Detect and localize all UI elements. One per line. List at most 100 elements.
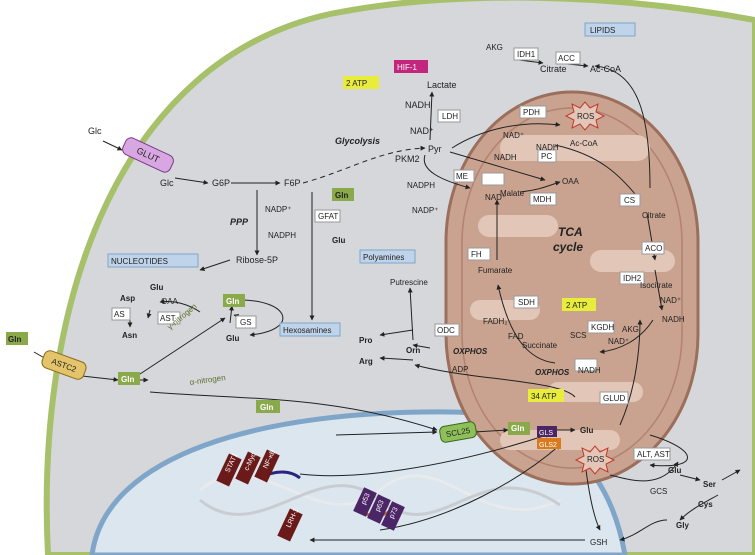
cys-label: Cys (698, 500, 713, 509)
citrate-mito-label: Citrate (642, 211, 666, 220)
sdh-label: SDH (518, 298, 535, 307)
glc-label: Glc (160, 178, 174, 188)
gln-box-gfat (332, 188, 354, 201)
nad-kgdh-label: NAD⁺ (608, 337, 629, 346)
oaa-nuc-label: OAA (161, 297, 179, 306)
akg-mito-label: AKG (622, 325, 639, 334)
nadh-idh-label: NADH (662, 315, 685, 324)
gln-boxes (6, 188, 530, 435)
lactate-label: Lactate (427, 80, 457, 90)
enzyme-boxes (111, 47, 671, 461)
pyr-label: Pyr (428, 144, 442, 154)
gly-label: Gly (676, 521, 689, 530)
nad-ldh-label: NAD⁺ (410, 126, 434, 136)
atp-box-scs (562, 298, 596, 311)
oxphos2-label: OXPHOS (535, 368, 570, 377)
cs-label: CS (624, 196, 635, 205)
mdh-label: MDH (533, 195, 551, 204)
ros-mito-label: ROS (577, 112, 594, 121)
acoa-mito-label: Ac-CoA (570, 139, 598, 148)
pkm2-label: PKM2 (395, 154, 420, 164)
ribose-label: Ribose-5P (236, 255, 278, 265)
putrescine-label: Putrescine (390, 278, 428, 287)
oxphos-label: OXPHOS (453, 347, 488, 356)
acc-label: ACC (558, 54, 575, 63)
ast-nuc-label: AST (160, 314, 176, 323)
glu-gs-label: Glu (226, 334, 239, 343)
gln-gs-label: Gln (226, 297, 239, 306)
atp2-scs-label: 2 ATP (566, 301, 587, 310)
target-boxes (107, 22, 636, 337)
cycle-title: cycle (553, 240, 583, 254)
nad-idh-label: NAD⁺ (660, 296, 681, 305)
gls-label: GLS (539, 430, 553, 437)
hif1-label: HIF-1 (397, 63, 418, 72)
atp34-label: 34 ATP (531, 392, 557, 401)
p53-label: p53 (360, 492, 371, 506)
fadh2-label: FADH₂ (483, 317, 507, 326)
lipids-label: LIPIDS (590, 26, 615, 35)
gln-box-gs (223, 294, 245, 307)
gln-box-alpha (256, 400, 280, 413)
p73-label: p73 (388, 506, 399, 520)
gls2-label: GLS2 (539, 442, 557, 449)
nadh-mdh-label: NADH (494, 153, 517, 162)
akg-cyto-label: AKG (486, 43, 503, 52)
asn-label: Asn (122, 331, 137, 340)
gls2-box (537, 438, 561, 449)
scl25-label: SCL25 (445, 426, 471, 439)
gln-input-box (6, 332, 28, 345)
nad-mdh-label: NAD⁺ (485, 193, 506, 202)
citrate-cyto-label: Citrate (540, 64, 567, 74)
gln-box-mito (508, 422, 530, 435)
gln-mito-label: Gln (511, 424, 524, 433)
kgdh-label: KGDH (591, 323, 614, 332)
nadph-me-label: NADPH (407, 181, 435, 190)
nadh-ldh-label: NADH (405, 100, 431, 110)
transcription-factors (216, 449, 405, 542)
gln-box-cyto (118, 372, 140, 385)
glycolysis-title: Glycolysis (335, 136, 380, 146)
atp-box-oxphos (528, 389, 564, 402)
ros-burst-mito (564, 101, 606, 131)
gs-label: GS (240, 318, 252, 327)
atp-boxes (343, 76, 596, 402)
adp-label: ADP (452, 365, 468, 374)
nad-pdh-label: NAD⁺ (503, 131, 524, 140)
reaction-arrows (33, 59, 741, 543)
pc-label: PC (541, 152, 552, 161)
g6p-label: G6P (212, 178, 230, 188)
pro-label: Pro (359, 336, 372, 345)
nadph-ppp-label: NADPH (268, 231, 296, 240)
oaa-mito-label: OAA (562, 177, 580, 186)
astc2-transporter: ASTC2 (41, 350, 87, 380)
asp-label: Asp (120, 294, 135, 303)
ros-burst-lower (574, 445, 616, 475)
fumarate-label: Fumarate (478, 266, 513, 275)
pdh-label: PDH (523, 108, 540, 117)
alt-ast-label: ALT, AST (637, 450, 670, 459)
malate-label: Malate (500, 189, 525, 198)
glu-mito-label: Glu (580, 426, 593, 435)
hif1-box (394, 60, 428, 73)
nadh-pdh-label: NADH (536, 143, 559, 152)
nadh-kgdh-label: NADH (578, 366, 601, 375)
ldh-label: LDH (442, 112, 458, 121)
arg-label: Arg (359, 357, 373, 366)
idh1-label: IDH1 (517, 50, 536, 59)
scl25-transporter: SCL25 (439, 421, 477, 443)
scs-label: SCS (570, 331, 586, 340)
isocitrate-label: Isocitrate (640, 281, 673, 290)
polyamines-label: Polyamines (363, 253, 404, 262)
fh-label: FH (471, 250, 482, 259)
nadp-ppp-label: NADP⁺ (265, 205, 291, 214)
acoa-cyto-label: Ac-CoA (590, 64, 621, 74)
glud-label: GLUD (603, 394, 625, 403)
gln-cyto-label: Gln (121, 375, 134, 384)
aco-label: ACO (645, 244, 662, 253)
glu-gfat-label: Glu (332, 236, 345, 245)
gcs-label: GCS (650, 487, 667, 496)
atp2-glycolysis-label: 2 ATP (346, 79, 367, 88)
orn-label: Orn (406, 346, 420, 355)
